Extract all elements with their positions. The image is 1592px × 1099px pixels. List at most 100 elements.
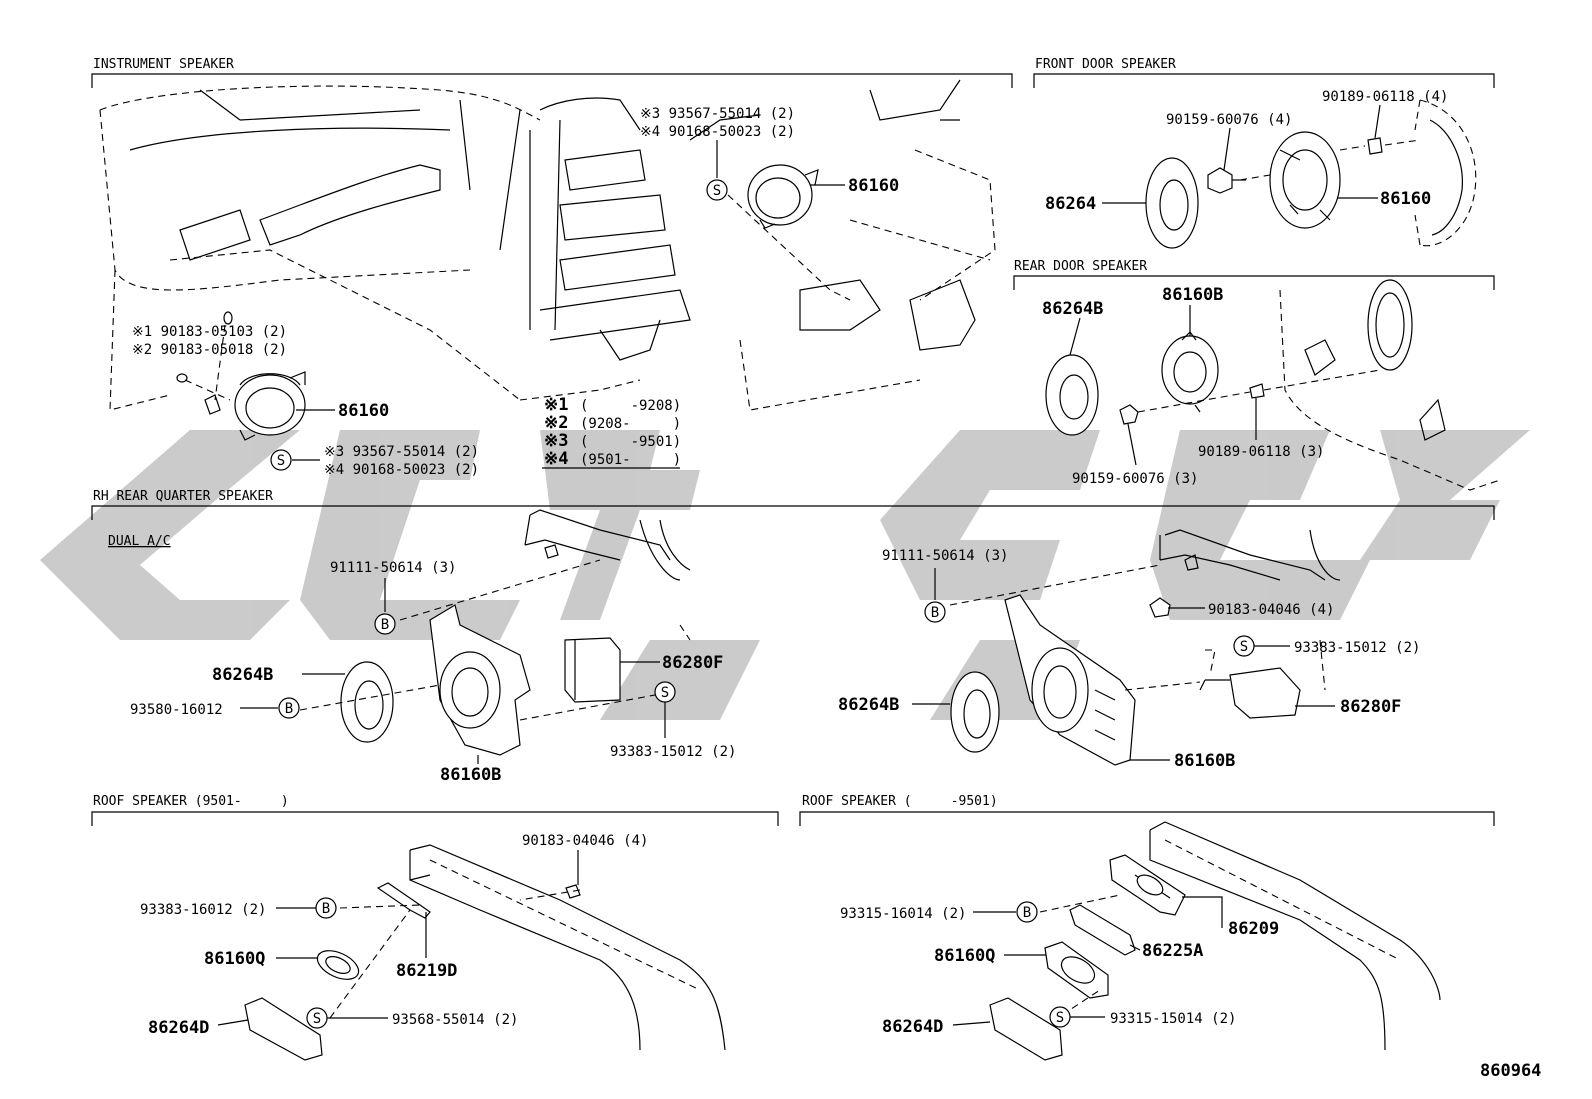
- label-part-90168-50023-right: ※4 90168-50023 (2): [640, 124, 795, 140]
- svg-text:S: S: [661, 685, 669, 701]
- screw-markers: S S B B S B S B S B S: [270, 179, 1255, 1029]
- instrument-speaker-right: [727, 164, 851, 301]
- label-part-90183-05103: ※1 90183-05103 (2): [132, 324, 287, 340]
- marker-s-instrument-left: S: [270, 449, 292, 471]
- rear-door-illustration: [1045, 279, 1501, 491]
- svg-text:B: B: [381, 617, 389, 633]
- label-part-91111-50614-right: 91111-50614 (3): [882, 548, 1008, 564]
- svg-text:S: S: [713, 183, 721, 199]
- roof-left-illustration: [244, 844, 726, 1061]
- notes-legend: ※1 ( -9208) ※2 (9208- ) ※3 ( -9501) ※4 (…: [542, 395, 681, 469]
- label-part-93383-15012-left: 93383-15012 (2): [610, 744, 736, 760]
- label-part-86209: 86209: [1228, 919, 1279, 939]
- marker-s-roof-left: S: [306, 1007, 328, 1029]
- header-rh-rear-quarter-speaker: RH REAR QUARTER SPEAKER: [93, 489, 273, 504]
- label-part-93315-16014: 93315-16014 (2): [840, 906, 966, 922]
- label-part-86160b-rear: 86160B: [1162, 285, 1223, 305]
- label-part-86160-instrument-right: 86160: [848, 176, 899, 196]
- label-part-86264d-right: 86264D: [882, 1017, 943, 1037]
- section-frames: [91, 73, 1495, 826]
- marker-s-roof-right: S: [1049, 1006, 1071, 1028]
- marker-b-roof-left: B: [315, 897, 337, 919]
- instrument-labels: ※1 90183-05103 (2) ※2 90183-05018 (2) 86…: [132, 106, 899, 478]
- label-part-93315-15014: 93315-15014 (2): [1110, 1011, 1236, 1027]
- svg-text:※1: ※1: [544, 395, 568, 415]
- marker-s-instrument-right: S: [706, 179, 728, 201]
- watermark-logo: [40, 430, 1530, 720]
- svg-text:(9208- ): (9208- ): [580, 416, 681, 432]
- svg-text:S: S: [1240, 639, 1248, 655]
- label-part-90183-04046-roof: 90183-04046 (4): [522, 833, 648, 849]
- header-dual-ac: DUAL A/C: [108, 534, 171, 549]
- svg-text:B: B: [322, 901, 330, 917]
- label-part-86264d-left: 86264D: [148, 1018, 209, 1038]
- label-part-86160q-right: 86160Q: [934, 946, 995, 966]
- svg-text:S: S: [313, 1011, 321, 1027]
- label-part-90183-04046-quarter: 90183-04046 (4): [1208, 602, 1334, 618]
- rear-door-labels: 86264B 86160B 90159-60076 (3) 90189-0611…: [1042, 285, 1324, 487]
- label-part-86160-instrument-left: 86160: [338, 401, 389, 421]
- section-headers: INSTRUMENT SPEAKER FRONT DOOR SPEAKER RE…: [93, 57, 1176, 809]
- label-part-86280f-left: 86280F: [662, 653, 723, 673]
- label-part-93580-16012: 93580-16012: [130, 702, 223, 718]
- instrument-speaker-left: [176, 311, 306, 441]
- header-rear-door-speaker: REAR DOOR SPEAKER: [1014, 259, 1147, 274]
- label-part-86160q-left: 86160Q: [204, 949, 265, 969]
- label-part-93383-16012: 93383-16012 (2): [140, 902, 266, 918]
- leader-lines: [217, 104, 1381, 1026]
- marker-b-quarter-left-clip: B: [374, 613, 396, 635]
- label-part-86264b-quarter-right: 86264B: [838, 695, 899, 715]
- label-part-86160b-quarter-right: 86160B: [1174, 751, 1235, 771]
- label-part-86280f-right: 86280F: [1340, 697, 1401, 717]
- svg-text:S: S: [277, 453, 285, 469]
- roof-right-illustration: [989, 821, 1441, 1061]
- label-part-93568-55014: 93568-55014 (2): [392, 1012, 518, 1028]
- label-part-86264: 86264: [1045, 194, 1096, 214]
- header-instrument-speaker: INSTRUMENT SPEAKER: [93, 57, 234, 72]
- label-part-86219d: 86219D: [396, 961, 457, 981]
- label-part-86264b-rear: 86264B: [1042, 299, 1103, 319]
- marker-b-roof-right: B: [1016, 901, 1038, 923]
- label-part-86160-front: 86160: [1380, 189, 1431, 209]
- label-part-90189-06118-rear: 90189-06118 (3): [1198, 444, 1324, 460]
- svg-text:(9501- ): (9501- ): [580, 452, 681, 468]
- marker-s-quarter-right: S: [1233, 635, 1255, 657]
- front-door-labels: 90159-60076 (4) 90189-06118 (4) 86264 86…: [1045, 89, 1448, 214]
- svg-text:B: B: [285, 701, 293, 717]
- label-part-90159-60076-front: 90159-60076 (4): [1166, 112, 1292, 128]
- svg-text:※3: ※3: [544, 431, 568, 451]
- roof-right-labels: 93315-16014 (2) 86209 86160Q 86225A 8626…: [840, 906, 1279, 1037]
- svg-text:B: B: [1023, 905, 1031, 921]
- label-part-86160b-quarter-left: 86160B: [440, 765, 501, 785]
- marker-b-quarter-right-clip: B: [924, 601, 946, 623]
- header-roof-speaker-new: ROOF SPEAKER (9501- ): [93, 794, 289, 809]
- svg-text:B: B: [931, 605, 939, 621]
- header-roof-speaker-old: ROOF SPEAKER ( -9501): [802, 794, 998, 809]
- quarter-left-labels: 91111-50614 (3) 86264B 93580-16012 86280…: [130, 560, 736, 785]
- diagram-id: 860964: [1480, 1061, 1541, 1081]
- instrument-panel-illustration: [99, 79, 996, 411]
- label-part-86225a: 86225A: [1142, 941, 1203, 961]
- label-part-93567-55014-right: ※3 93567-55014 (2): [640, 106, 795, 122]
- label-part-90159-60076-rear: 90159-60076 (3): [1072, 471, 1198, 487]
- header-front-door-speaker: FRONT DOOR SPEAKER: [1035, 57, 1176, 72]
- marker-b-quarter-left-screw: B: [278, 697, 300, 719]
- svg-text:※4: ※4: [544, 449, 568, 469]
- label-part-93567-55014-left: ※3 93567-55014 (2): [324, 444, 479, 460]
- label-part-90189-06118-front: 90189-06118 (4): [1322, 89, 1448, 105]
- svg-text:( -9501): ( -9501): [580, 434, 681, 450]
- label-part-86264b-quarter-left: 86264B: [212, 665, 273, 685]
- quarter-right-labels: 91111-50614 (3) 90183-04046 (4) 93383-15…: [838, 548, 1420, 771]
- label-part-90183-05018: ※2 90183-05018 (2): [132, 342, 287, 358]
- roof-left-labels: 90183-04046 (4) 93383-16012 (2) 86160Q 8…: [140, 833, 648, 1038]
- marker-s-quarter-left: S: [654, 681, 676, 703]
- svg-text:※2: ※2: [544, 413, 568, 433]
- svg-text:S: S: [1056, 1010, 1064, 1026]
- front-door-illustration: [1145, 99, 1477, 249]
- quarter-left-illustration: [299, 509, 691, 756]
- label-part-91111-50614-left: 91111-50614 (3): [330, 560, 456, 576]
- label-part-93383-15012-right: 93383-15012 (2): [1294, 640, 1420, 656]
- quarter-right-illustration: [949, 529, 1341, 766]
- label-part-90168-50023-left: ※4 90168-50023 (2): [324, 462, 479, 478]
